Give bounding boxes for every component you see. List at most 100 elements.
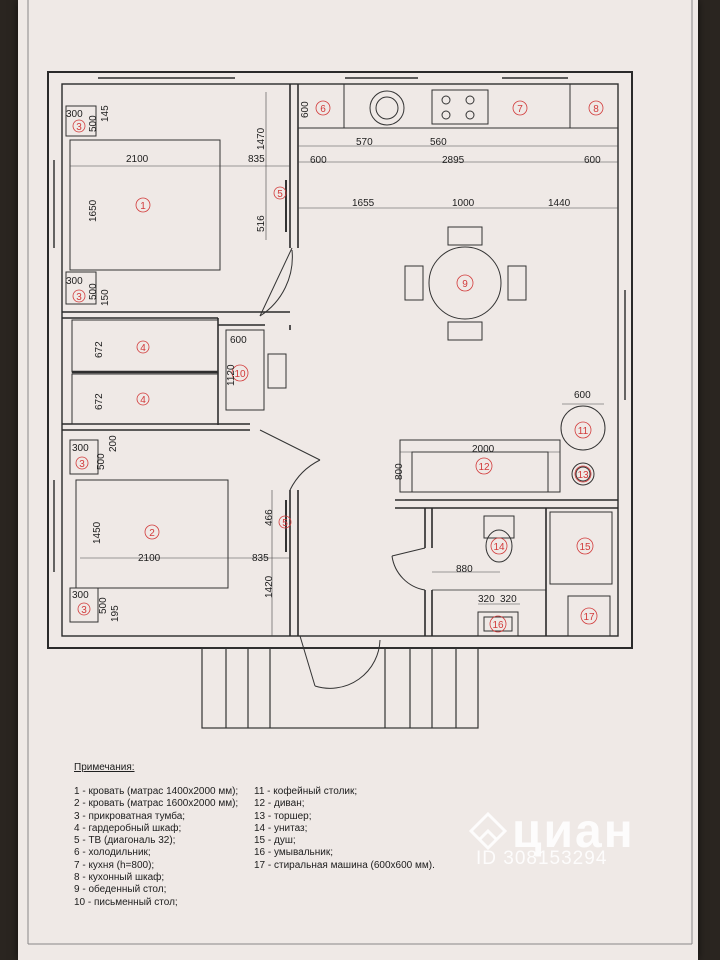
desk (225, 329, 287, 411)
label-8: 8 (593, 104, 599, 115)
label-3d: 3 (81, 605, 87, 616)
dim-835b: 835 (252, 553, 269, 564)
label-9: 9 (462, 279, 468, 290)
label-7: 7 (517, 104, 523, 115)
dim-300c: 300 (72, 443, 89, 454)
label-6: 6 (320, 104, 326, 115)
dim-600-desk: 600 (230, 335, 247, 346)
notes-column-2: 11 - кофейный столик; 12 - диван; 13 - т… (254, 786, 435, 872)
note-item: 5 - ТВ (диагональ 32); (74, 835, 176, 847)
dim-560: 560 (430, 137, 447, 148)
note-item: 3 - прикроватная тумба; (74, 810, 186, 822)
label-3b: 3 (76, 292, 82, 303)
dim-150: 150 (100, 289, 111, 306)
dim-835a: 835 (248, 154, 265, 165)
label-4b: 4 (140, 395, 146, 406)
label-3c: 3 (79, 459, 85, 470)
dim-2100a: 2100 (126, 154, 149, 165)
beds (69, 139, 229, 589)
note-item: 10 - письменный стол; (74, 896, 178, 908)
dim-500a: 500 (88, 115, 99, 132)
kitchen-counter (297, 83, 619, 129)
dim-500d: 500 (98, 597, 109, 614)
label-4a: 4 (140, 343, 146, 354)
note-item: 13 - торшер; (254, 810, 312, 822)
dim-1420: 1420 (264, 575, 275, 598)
label-13: 13 (577, 470, 589, 481)
label-12: 12 (478, 462, 490, 473)
note-item: 4 - гардеробный шкаф; (74, 822, 182, 834)
wardrobes (71, 319, 219, 425)
doors (259, 247, 426, 689)
label-17: 17 (583, 612, 595, 623)
note-item: 16 - умывальник; (254, 847, 334, 859)
dim-880: 880 (456, 564, 473, 575)
label-5a: 5 (277, 189, 283, 200)
label-2: 2 (149, 528, 155, 539)
porch-steps (201, 647, 479, 729)
dim-2100b: 2100 (138, 553, 161, 564)
number-circles (72, 100, 604, 633)
watermark-logo: циан (512, 805, 635, 858)
dim-600-ct: 600 (574, 390, 591, 401)
dim-300d: 300 (72, 590, 89, 601)
dimension-lines (70, 92, 618, 636)
dim-600-left: 600 (310, 155, 327, 166)
note-item: 9 - обеденный стол; (74, 884, 167, 896)
note-item: 8 - кухонный шкаф; (74, 872, 165, 884)
note-item: 7 - кухня (h=800); (74, 859, 155, 871)
dim-2000: 2000 (472, 444, 495, 455)
dim-500b: 500 (88, 283, 99, 300)
nightstands (65, 105, 99, 623)
dim-145: 145 (100, 105, 111, 122)
dim-1655: 1655 (352, 198, 375, 209)
dining-table (404, 226, 527, 341)
label-5b: 5 (282, 518, 288, 529)
number-labels: 1 2 3 3 3 3 4 4 5 5 6 7 8 9 10 11 12 13 … (76, 104, 599, 631)
dim-466: 466 (264, 509, 275, 526)
label-15: 15 (579, 542, 591, 553)
note-item: 12 - диван; (254, 798, 305, 810)
windows (53, 77, 626, 572)
notes-title: Примечания: (74, 762, 135, 773)
cian-logo-icon (468, 812, 508, 851)
note-item: 15 - душ; (254, 835, 296, 847)
dim-672a: 672 (94, 341, 105, 358)
dim-1000: 1000 (452, 198, 475, 209)
dim-300b: 300 (66, 276, 83, 287)
note-item: 1 - кровать (матрас 1400х2000 мм); (74, 786, 239, 797)
dim-2895: 2895 (442, 155, 465, 166)
dim-300a: 300 (66, 109, 83, 120)
note-item: 17 - стиральная машина (600х600 мм). (254, 859, 435, 871)
watermark-id: ID 308153294 (476, 848, 608, 869)
label-11: 11 (578, 426, 589, 437)
dim-195: 195 (110, 605, 121, 622)
dim-1470: 1470 (256, 127, 267, 150)
label-16: 16 (492, 620, 504, 631)
dim-1650: 1650 (88, 199, 99, 222)
dimension-texts: 300 300 300 300 2100 835 2100 835 600 57… (66, 101, 601, 622)
label-14: 14 (493, 542, 505, 553)
note-item: 14 - унитаз; (254, 822, 308, 834)
label-1: 1 (140, 201, 146, 212)
dim-500c: 500 (96, 453, 107, 470)
dim-1440: 1440 (548, 198, 571, 209)
dim-320a: 320 (478, 594, 495, 605)
dim-672b: 672 (94, 393, 105, 410)
note-item: 11 - кофейный столик; (254, 786, 358, 797)
dim-200: 200 (108, 435, 119, 452)
dim-516: 516 (256, 215, 267, 232)
note-item: 2 - кровать (матрас 1600х2000 мм); (74, 798, 239, 810)
dim-800: 800 (394, 463, 405, 480)
dim-600-right: 600 (584, 155, 601, 166)
label-3a: 3 (76, 122, 82, 133)
note-item: 6 - холодильник; (74, 847, 151, 859)
coffee-table (560, 405, 606, 486)
dim-1450: 1450 (92, 521, 103, 544)
label-10: 10 (234, 369, 246, 380)
dim-570: 570 (356, 137, 373, 148)
dim-1120: 1120 (226, 364, 237, 386)
dim-600-kitchen: 600 (300, 101, 311, 118)
dim-320b: 320 (500, 594, 517, 605)
